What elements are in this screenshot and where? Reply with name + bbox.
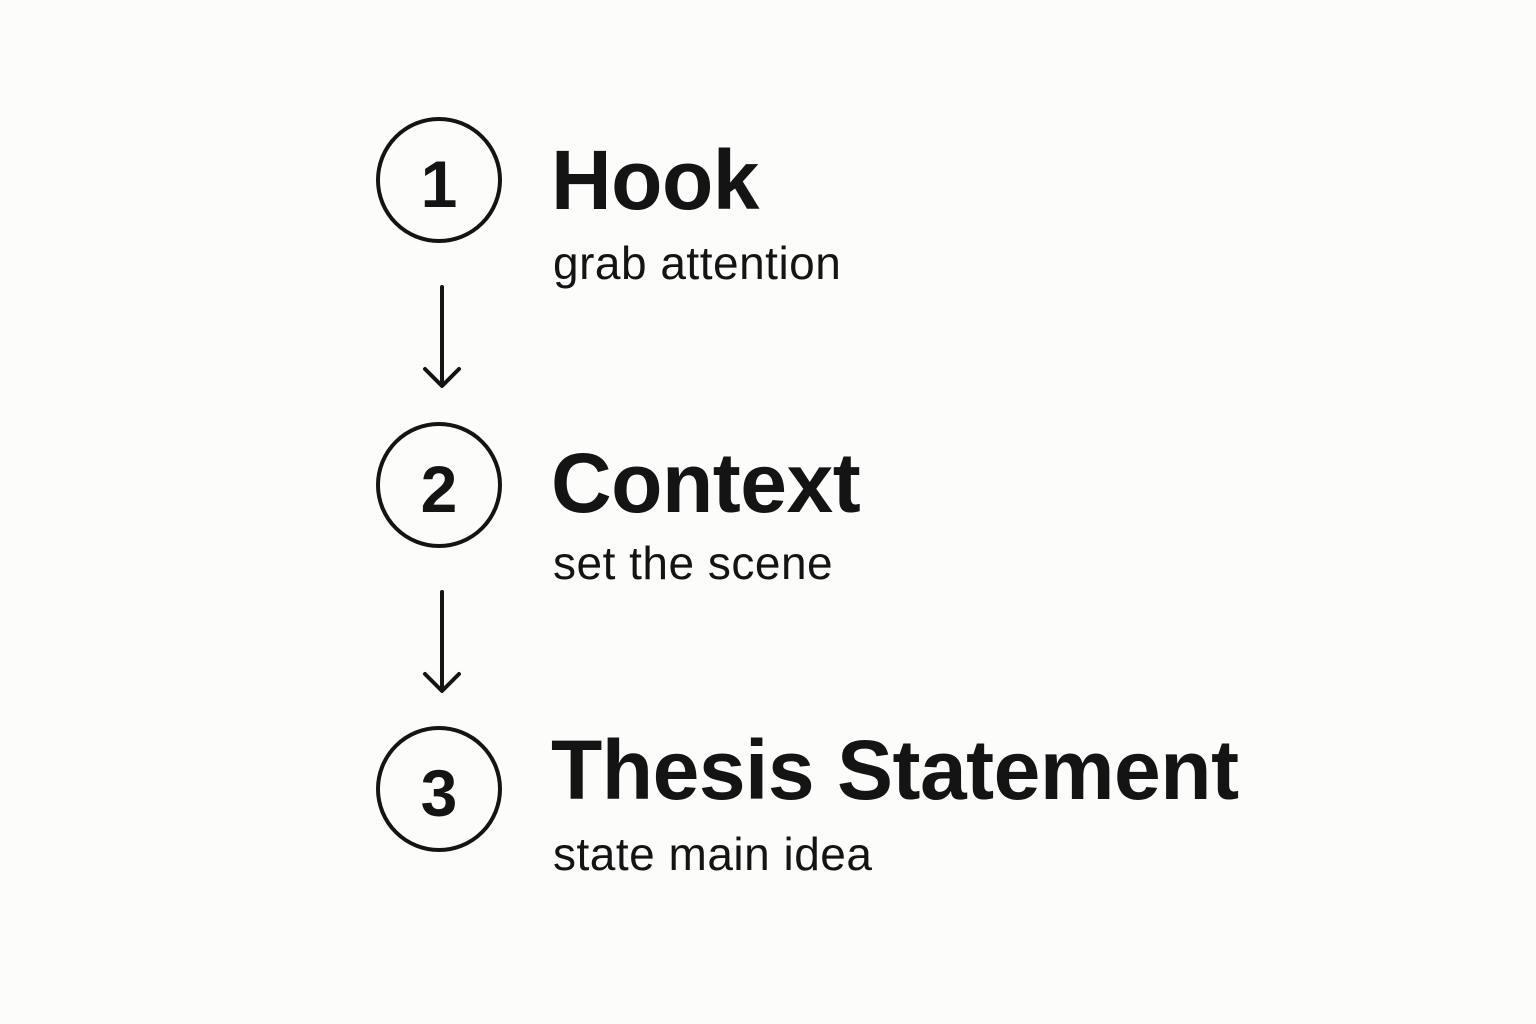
step-subtitle: state main idea [553, 828, 873, 880]
step-title: Thesis Statement [551, 723, 1239, 817]
step-number-circle: 2 [376, 422, 502, 548]
step-title: Hook [551, 133, 760, 227]
step-number: 2 [420, 452, 458, 526]
step-number-circle: 1 [376, 117, 502, 243]
step-number-circle: 3 [376, 726, 502, 852]
step-number: 3 [420, 756, 458, 830]
step-number: 1 [420, 147, 458, 221]
arrow-down-icon [423, 285, 461, 388]
step-subtitle: grab attention [553, 237, 842, 289]
step-title: Context [551, 436, 861, 530]
step-subtitle: set the scene [553, 537, 834, 589]
arrow-down-icon [423, 590, 461, 693]
